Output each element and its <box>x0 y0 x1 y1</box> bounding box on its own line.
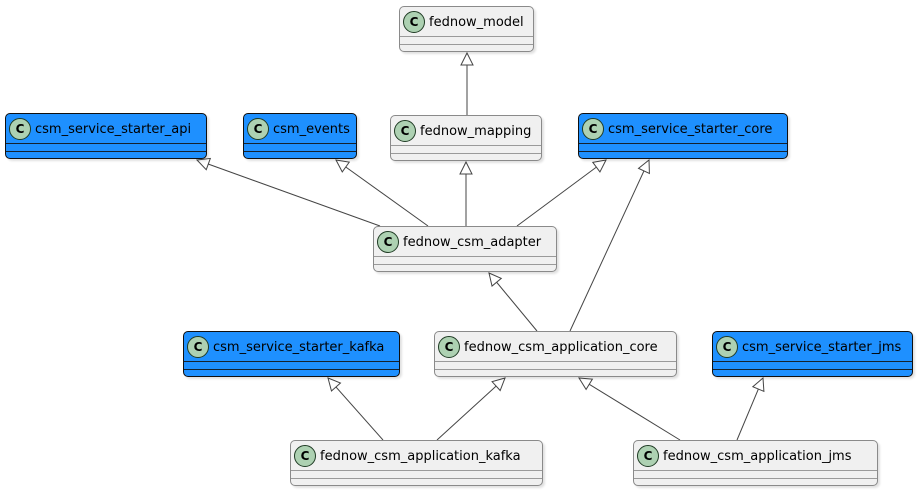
methods-compartment <box>400 44 533 52</box>
class-title: C csm_service_starter_jms <box>713 332 912 361</box>
class-node-fednow-model: C fednow_model <box>399 6 534 52</box>
fields-compartment <box>6 143 206 151</box>
fields-compartment <box>391 145 541 153</box>
fields-compartment <box>291 470 542 478</box>
class-node-csm-service-starter-kafka: C csm_service_starter_kafka <box>183 331 400 377</box>
class-name: csm_service_starter_core <box>608 121 773 137</box>
class-title: C fednow_csm_adapter <box>374 227 556 256</box>
class-badge-icon: C <box>187 336 209 358</box>
class-badge-icon: C <box>9 118 31 140</box>
fields-compartment <box>244 143 356 151</box>
edge-fednow_csm_adapter-to-csm_service_starter_core <box>516 159 607 227</box>
class-node-fednow-csm-application-kafka: C fednow_csm_application_kafka <box>290 440 543 486</box>
class-title: C csm_events <box>244 114 356 143</box>
edge-fednow_csm_adapter-to-csm_events <box>335 159 429 227</box>
fields-compartment <box>435 361 676 369</box>
class-badge-icon: C <box>394 120 416 142</box>
class-node-fednow-csm-application-core: C fednow_csm_application_core <box>434 331 677 377</box>
class-title: C fednow_csm_application_kafka <box>291 441 542 470</box>
fields-compartment <box>400 36 533 44</box>
class-badge-icon: C <box>438 336 460 358</box>
class-title: C fednow_mapping <box>391 116 541 145</box>
class-title: C csm_service_starter_kafka <box>184 332 399 361</box>
edge-fednow_csm_application_jms-to-csm_service_starter_jms <box>736 376 765 441</box>
class-node-fednow-csm-adapter: C fednow_csm_adapter <box>373 226 557 272</box>
class-badge-icon: C <box>716 336 738 358</box>
class-name: fednow_csm_application_jms <box>663 448 852 464</box>
class-node-fednow-csm-application-jms: C fednow_csm_application_jms <box>633 440 878 486</box>
edge-fednow_csm_application_core-to-csm_service_starter_core <box>569 158 650 332</box>
class-badge-icon: C <box>294 445 316 467</box>
edge-fednow_csm_application_kafka-to-csm_service_starter_kafka <box>327 377 384 441</box>
class-node-csm-service-starter-core: C csm_service_starter_core <box>578 113 788 159</box>
class-name: csm_events <box>273 121 350 137</box>
fields-compartment <box>634 470 877 478</box>
class-node-fednow-mapping: C fednow_mapping <box>390 115 542 161</box>
edge-fednow_csm_adapter-to-csm_service_starter_api <box>195 157 381 227</box>
methods-compartment <box>579 151 787 159</box>
edge-fednow_csm_application_jms-to-fednow_csm_application_core <box>578 377 681 441</box>
class-badge-icon: C <box>637 445 659 467</box>
class-name: fednow_csm_application_core <box>464 339 658 355</box>
methods-compartment <box>374 264 556 272</box>
methods-compartment <box>184 369 399 377</box>
fields-compartment <box>713 361 912 369</box>
class-name: fednow_mapping <box>420 123 532 139</box>
class-node-csm-service-starter-jms: C csm_service_starter_jms <box>712 331 913 377</box>
class-name: fednow_csm_application_kafka <box>320 448 521 464</box>
methods-compartment <box>435 369 676 377</box>
class-title: C csm_service_starter_api <box>6 114 206 143</box>
methods-compartment <box>713 369 912 377</box>
methods-compartment <box>634 478 877 486</box>
class-name: csm_service_starter_kafka <box>213 339 385 355</box>
class-name: csm_service_starter_api <box>35 121 192 137</box>
fields-compartment <box>579 143 787 151</box>
fields-compartment <box>184 361 399 369</box>
edge-fednow_csm_application_kafka-to-fednow_csm_application_core <box>436 377 506 441</box>
class-name: fednow_csm_adapter <box>403 234 542 250</box>
class-name: csm_service_starter_jms <box>742 339 902 355</box>
class-badge-icon: C <box>403 11 425 33</box>
methods-compartment <box>6 151 206 159</box>
methods-compartment <box>291 478 542 486</box>
class-badge-icon: C <box>582 118 604 140</box>
methods-compartment <box>391 153 541 161</box>
class-title: C csm_service_starter_core <box>579 114 787 143</box>
edge-fednow_csm_application_core-to-fednow_csm_adapter <box>488 272 538 332</box>
class-badge-icon: C <box>247 118 269 140</box>
class-node-csm-events: C csm_events <box>243 113 357 159</box>
class-node-csm-service-starter-api: C csm_service_starter_api <box>5 113 207 159</box>
class-title: C fednow_csm_application_jms <box>634 441 877 470</box>
class-badge-icon: C <box>377 231 399 253</box>
class-title: C fednow_csm_application_core <box>435 332 676 361</box>
class-title: C fednow_model <box>400 7 533 36</box>
methods-compartment <box>244 151 356 159</box>
fields-compartment <box>374 256 556 264</box>
class-name: fednow_model <box>429 14 524 30</box>
